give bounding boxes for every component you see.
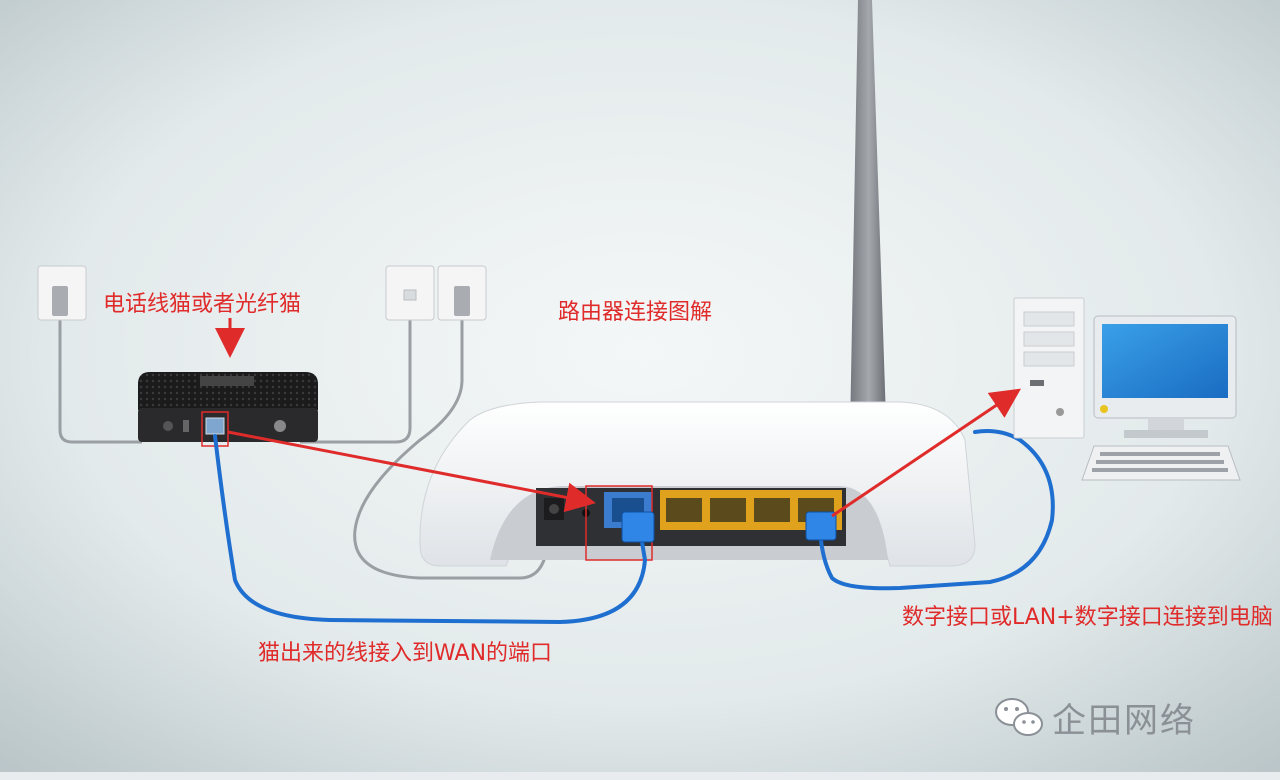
annotation-arrows [215,318,1021,518]
diagram-title: 路由器连接图解 [558,300,713,325]
lan-label: 数字接口或LAN+数字接口连接到电脑 [902,605,1273,630]
watermark: 企田网络 [990,690,1196,744]
wall-socket-icon [437,265,487,321]
wan-label: 猫出来的线接入到WAN的端口 [258,641,553,666]
wall-socket-icon [37,265,87,321]
keyboard-icon [1081,445,1241,481]
watermark-text: 企田网络 [1052,700,1196,741]
monitor-icon [1093,315,1237,438]
modem-label: 电话线猫或者光纤猫 [103,292,302,317]
cable-plug [621,511,837,543]
bottom-strip [0,772,1280,780]
wall-socket-icon [385,265,435,321]
wechat-logo-icon [995,698,1043,736]
network-cables [213,429,1055,625]
tower-pc-icon [1013,297,1085,439]
power-cables [58,318,552,580]
